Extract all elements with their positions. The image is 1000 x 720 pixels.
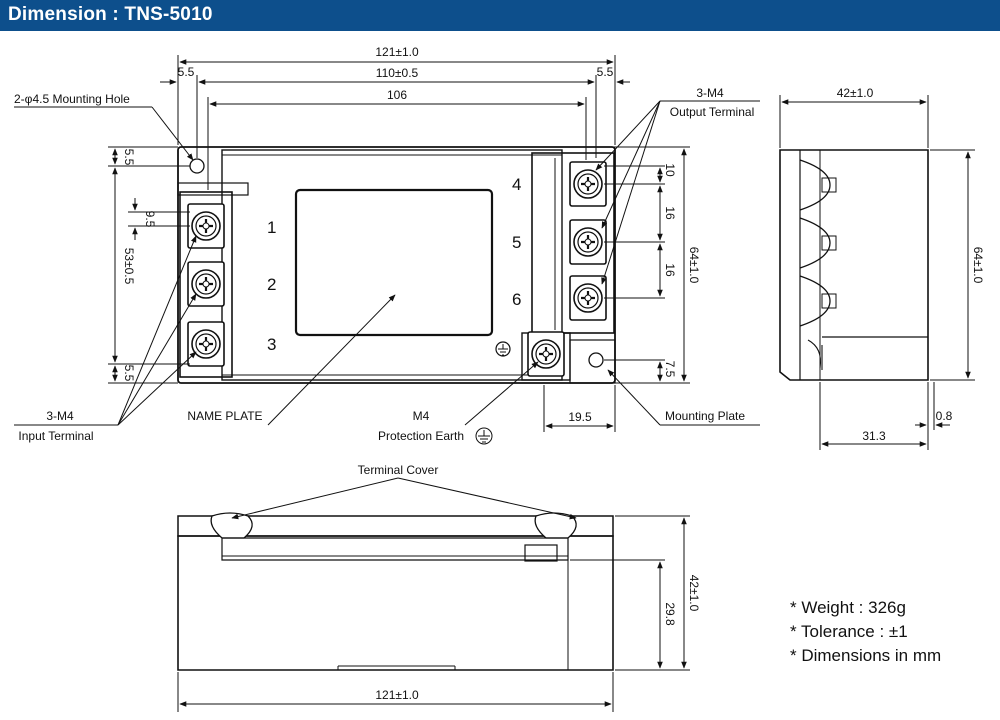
terminal-number-2: 2 <box>267 275 276 294</box>
callout-protection-earth: Protection Earth <box>378 429 464 443</box>
header-bar: Dimension : TNS-5010 <box>0 0 1000 31</box>
dim-terminal-pitch: 9.5 <box>143 211 157 228</box>
callout-input-terminal-code: 3-M4 <box>46 409 74 423</box>
dim-overall-width: 121±1.0 <box>375 45 419 59</box>
mounting-plate-tab <box>569 339 616 384</box>
note-tolerance: * Tolerance : ±1 <box>790 622 908 641</box>
terminal-number-3: 3 <box>267 335 276 354</box>
callout-input-terminal: Input Terminal <box>18 429 93 443</box>
note-units: * Dimensions in mm <box>790 646 942 665</box>
terminal-number-4: 4 <box>512 175 521 194</box>
terminal-number-1: 1 <box>267 218 276 237</box>
dim-front-height: 42±1.0 <box>687 575 701 612</box>
dim-front-body-height: 29.8 <box>663 602 677 626</box>
dim-front-width: 121±1.0 <box>375 688 419 702</box>
dim-right-offset: 5.5 <box>597 65 614 79</box>
dim-plate-width: 19.5 <box>568 410 592 424</box>
dim-side-thickness: 0.8 <box>936 409 953 423</box>
callout-terminal-cover: Terminal Cover <box>358 463 439 477</box>
output-terminal-block <box>531 152 615 334</box>
output-terminals <box>568 160 608 322</box>
terminal-number-6: 6 <box>512 290 521 309</box>
callout-mounting-plate: Mounting Plate <box>665 409 745 423</box>
dim-side-width: 42±1.0 <box>837 86 874 100</box>
callout-mounting-hole: 2-φ4.5 Mounting Hole <box>14 92 130 106</box>
earth-terminal <box>495 330 566 378</box>
callout-protection-earth-code: M4 <box>413 409 430 423</box>
dim-bottom-right: 7.5 <box>663 361 677 378</box>
dim-hole-pitch: 110±0.5 <box>376 66 419 80</box>
dim-bottom-margin: 5.5 <box>122 365 136 382</box>
callout-name-plate: NAME PLATE <box>187 409 262 423</box>
mounting-plate-outline <box>177 146 616 384</box>
side-view <box>779 149 929 381</box>
note-weight: * Weight : 326g <box>790 598 906 617</box>
dim-top-margin: 5.5 <box>122 149 136 166</box>
dim-inner-width: 106 <box>387 88 407 102</box>
earth-symbol-icon <box>475 427 493 445</box>
front-view <box>177 512 614 671</box>
dim-left-offset: 5.5 <box>178 65 195 79</box>
dim-side-height: 64±1.0 <box>971 247 985 284</box>
dim-height: 64±1.0 <box>687 247 701 284</box>
callout-output-terminal: Output Terminal <box>670 105 755 119</box>
page-title: Dimension : TNS-5010 <box>8 4 213 25</box>
input-terminals <box>186 202 226 368</box>
name-plate <box>294 188 494 337</box>
dim-right-top: 10 <box>663 163 677 177</box>
dim-right-pitch-2: 16 <box>663 263 677 277</box>
dim-right-pitch-1: 16 <box>663 206 677 220</box>
dim-side-depth: 31.3 <box>862 429 886 443</box>
dim-left-span: 53±0.5 <box>122 248 136 285</box>
terminal-number-5: 5 <box>512 233 521 252</box>
callout-output-terminal-code: 3-M4 <box>696 86 724 100</box>
